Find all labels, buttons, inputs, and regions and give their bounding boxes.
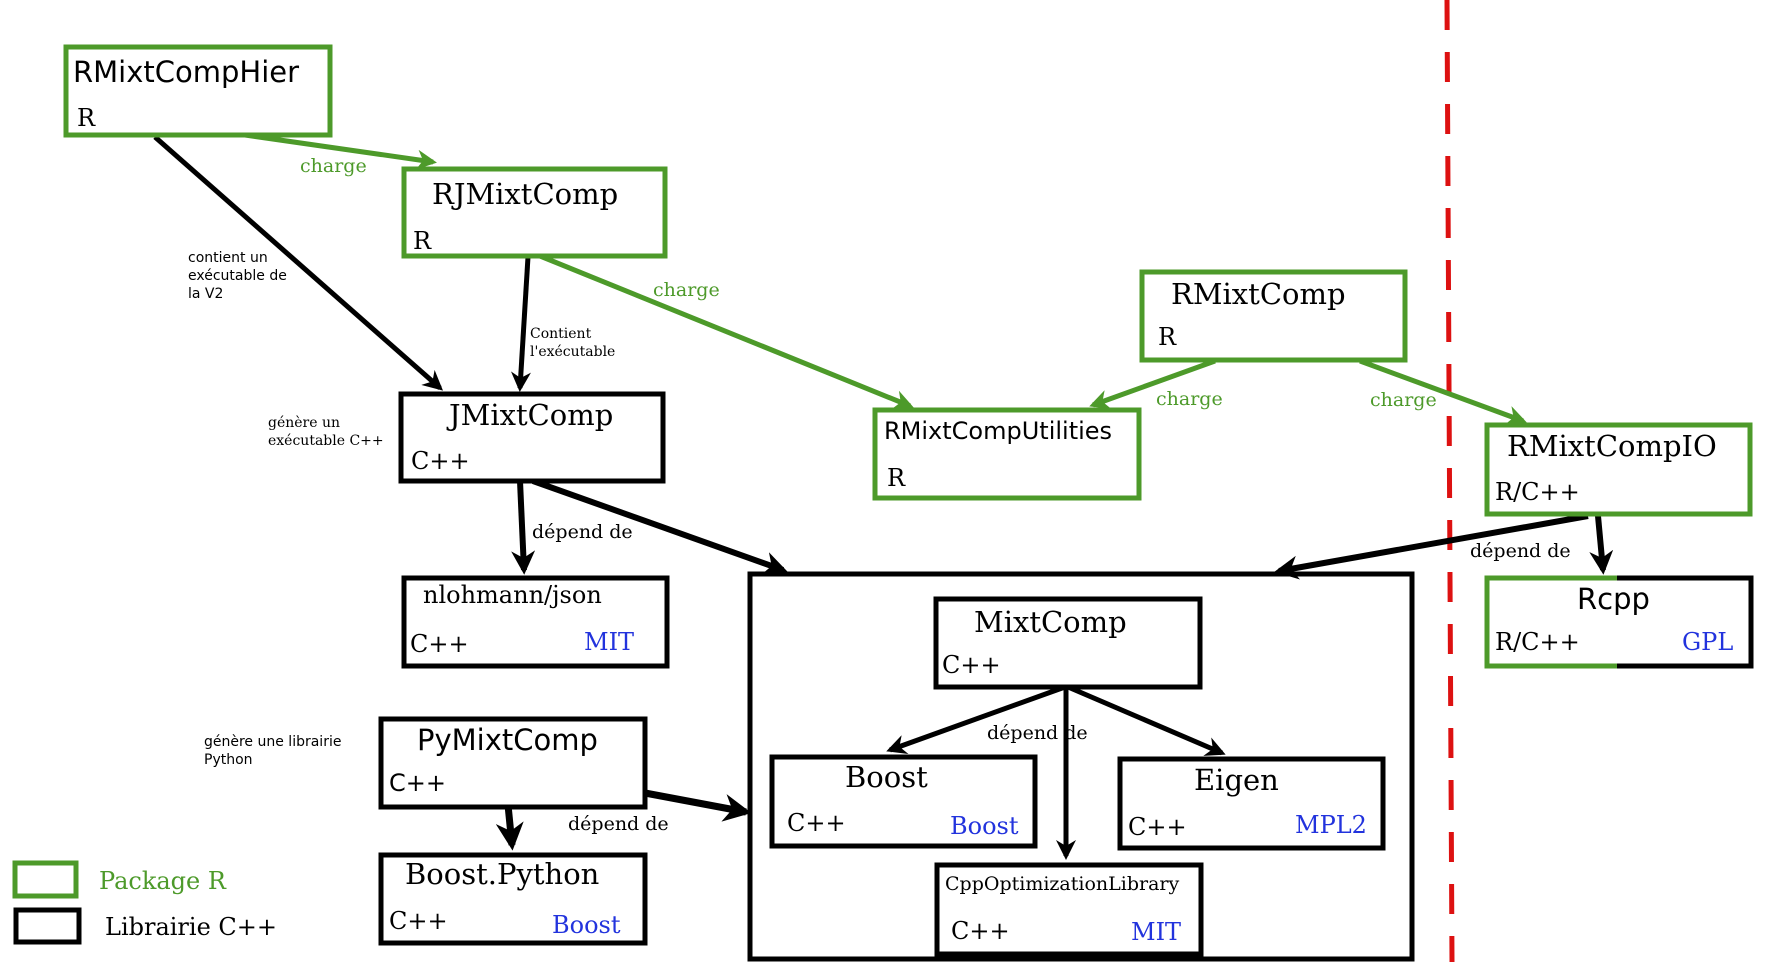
- node-language: R: [77, 104, 96, 132]
- mixtcomp-group-box: [747, 571, 1415, 962]
- node-language: C++: [389, 769, 446, 797]
- node-title: RJMixtComp: [432, 177, 618, 211]
- separator-line: [1444, 0, 1455, 962]
- node-language: C++: [951, 917, 1010, 945]
- edge-rjmixtcomp-rmixtcomputilities: [539, 253, 914, 410]
- node-title: Boost.Python: [405, 857, 599, 891]
- node-license: MIT: [1131, 918, 1181, 946]
- node-title: Rcpp: [1577, 582, 1650, 616]
- node-language: R: [887, 464, 906, 492]
- edge-pymixtcomp-mixtcomp-group: [644, 789, 752, 822]
- node-title: Boost: [845, 760, 928, 794]
- edge-mixtcomp-boost: [886, 684, 1066, 754]
- node-pymixtcomp: PyMixtComp C++: [378, 716, 648, 810]
- node-language: R: [1158, 323, 1177, 351]
- node-rjmixtcomp: RJMixtComp R: [401, 166, 668, 259]
- node-title: PyMixtComp: [417, 723, 598, 757]
- edge-label-charge: charge: [1370, 389, 1437, 411]
- node-license: GPL: [1682, 628, 1733, 656]
- node-title: RMixtCompUtilities: [884, 417, 1112, 445]
- node-title: RMixtComp: [1171, 277, 1346, 311]
- node-language: C++: [787, 809, 846, 837]
- node-jmixtcomp: JMixtComp C++: [398, 391, 666, 484]
- edge-rmixtcomp-rmixtcomputilities: [1089, 358, 1216, 409]
- node-license: Boost: [950, 812, 1019, 840]
- node-language: C++: [942, 651, 1001, 679]
- node-title: MixtComp: [974, 605, 1127, 639]
- edge-mixtcomp-eigen: [1067, 684, 1226, 756]
- edge-jmixtcomp-nlohmann: [511, 480, 536, 575]
- node-language: R/C++: [1495, 628, 1580, 656]
- edge-rjmixtcomp-jmixtcomp: [510, 256, 531, 392]
- legend-label-package-r: Package R: [99, 867, 227, 895]
- node-mixtcomp: MixtComp C++: [933, 596, 1203, 690]
- legend: Package R Librairie C++: [12, 860, 277, 945]
- legend-swatch-librairie-cpp: [13, 907, 82, 945]
- node-language: C++: [410, 630, 469, 658]
- node-title: RMixtCompIO: [1507, 429, 1717, 463]
- edge-label-charge: charge: [300, 155, 367, 177]
- edge-jmixtcomp-mixtcomp-group: [531, 478, 788, 575]
- edge-rmixtcomphier-jmixtcomp: [153, 135, 444, 391]
- node-rmixtcomputilities: RMixtCompUtilities R: [872, 407, 1142, 501]
- node-license: Boost: [552, 911, 621, 939]
- node-language: R: [413, 227, 432, 255]
- note-contient-executable: Contient l'exécutable: [530, 326, 615, 360]
- node-language: C++: [1128, 813, 1187, 841]
- node-title: RMixtCompHier: [73, 55, 299, 89]
- node-eigen: Eigen C++ MPL2: [1117, 756, 1386, 851]
- note-genere-executable: génère un exécutable C++: [268, 415, 384, 449]
- edge-rmixtcomphier-rjmixtcomp: [244, 132, 437, 170]
- edge-label-depend-de: dépend de: [1470, 540, 1571, 562]
- node-rmixtcomp: RMixtComp R: [1139, 269, 1408, 363]
- node-nlohmann-json: nlohmann/json C++ MIT: [401, 575, 670, 669]
- edge-label-depend-de: dépend de: [532, 521, 633, 543]
- node-rcpp: Rcpp R/C++ GPL: [1484, 575, 1754, 669]
- edge-label-depend-de: dépend de: [568, 813, 669, 835]
- node-rmixtcompio: RMixtCompIO R/C++: [1484, 422, 1753, 517]
- edge-rmixtcomp-rmixtcompio: [1359, 358, 1527, 425]
- legend-label-librairie-cpp: Librairie C++: [105, 913, 277, 941]
- edge-pymixtcomp-boost-python: [495, 804, 524, 851]
- edge-rmixtcompio-rcpp: [1589, 515, 1614, 575]
- node-title: nlohmann/json: [423, 581, 602, 609]
- node-license: MIT: [584, 628, 634, 656]
- node-title: Eigen: [1194, 763, 1279, 797]
- edge-label-charge: charge: [653, 279, 720, 301]
- edge-rmixtcompio-mixtcomp-group: [1274, 513, 1589, 580]
- node-rmixtcomphier: RMixtCompHier R: [63, 44, 333, 138]
- node-boost: Boost C++ Boost: [769, 754, 1038, 849]
- note-genere-librairie: génère une librairie Python: [204, 734, 346, 768]
- edge-label-charge: charge: [1156, 388, 1223, 410]
- node-language: C++: [411, 447, 470, 475]
- note-contient-v2: contient un exécutable de la V2: [188, 250, 291, 302]
- node-license: MPL2: [1295, 811, 1367, 839]
- legend-swatch-package-r: [12, 860, 79, 899]
- node-boost-python: Boost.Python C++ Boost: [378, 852, 648, 946]
- edge-label-depend-de: dépend de: [987, 722, 1088, 744]
- node-title: JMixtComp: [446, 398, 613, 432]
- node-language: C++: [389, 907, 448, 935]
- node-language: R/C++: [1495, 478, 1580, 506]
- node-cppoptimizationlibrary: CppOptimizationLibrary C++ MIT: [934, 862, 1204, 957]
- node-title: CppOptimizationLibrary: [945, 873, 1179, 895]
